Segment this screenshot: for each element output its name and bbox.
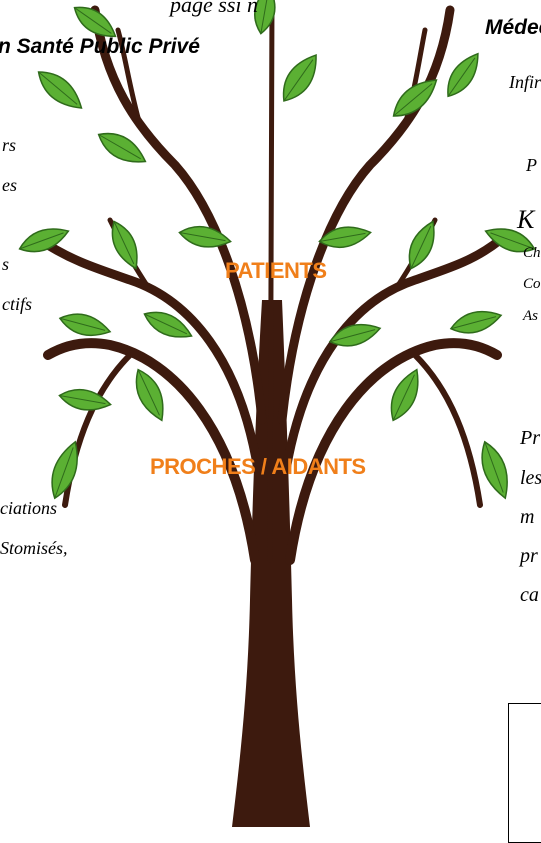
right-fragment-4: Ch (523, 245, 541, 262)
left-fragment-5: ciations (0, 498, 57, 519)
left-fragment-6: Stomisés, (0, 538, 68, 559)
right-heading: Médec (485, 16, 541, 40)
right-fragment-8: les (520, 467, 541, 490)
left-fragment-2: es (2, 175, 17, 196)
proches-aidants-label: PROCHES / AIDANTS (150, 454, 366, 480)
right-fragment-5: Co (523, 276, 541, 293)
right-fragment-9: m (520, 506, 534, 529)
tree-branches (40, 0, 500, 827)
top-fragment-text: page ssi n (170, 0, 258, 18)
text-frame-box (508, 703, 541, 843)
right-fragment-7: Pr (520, 427, 540, 450)
branch-right-lower-droop (415, 355, 480, 505)
branch-left-upper (95, 10, 262, 420)
right-fragment-6: As (523, 308, 538, 325)
right-fragment-2: P (526, 155, 537, 176)
right-fragment-10: pr (520, 545, 538, 568)
right-fragment-1: Infirm (509, 72, 541, 93)
left-fragment-1: rs (2, 135, 16, 156)
left-heading: n Santé Public Privé (0, 35, 200, 59)
right-fragment-3: K (517, 205, 534, 235)
left-fragment-4: ctifs (2, 294, 32, 315)
patients-label: PATIENTS (225, 258, 327, 284)
right-fragment-11: ca (520, 584, 539, 607)
branch-left-lower-droop (65, 355, 130, 505)
left-fragment-3: s (2, 254, 9, 275)
